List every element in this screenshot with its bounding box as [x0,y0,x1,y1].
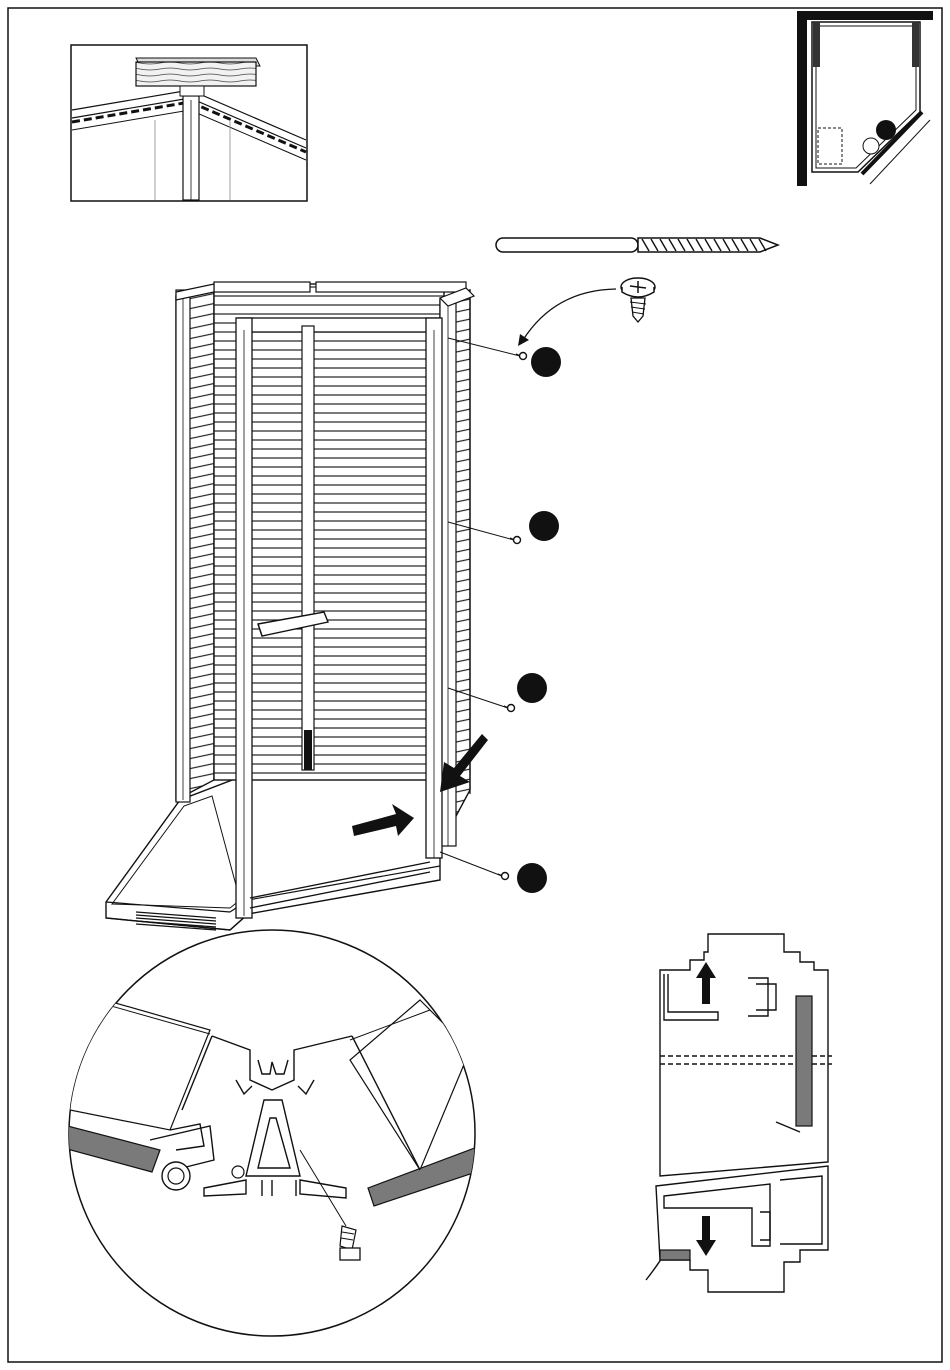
profile-seal [660,1250,690,1260]
screw-icon [510,537,521,544]
screw-icon [621,278,655,322]
step-marker-icon [517,863,547,893]
drill-bit-icon [496,238,778,252]
step-marker-icon [531,347,561,377]
screw-icon [498,873,509,880]
curved-arrow-icon [518,289,616,346]
plan-view [797,11,933,186]
step-marker-icon [529,511,559,541]
arrow-up-icon [696,962,716,1004]
plan-marker-icon [876,120,896,140]
screw-icon [504,705,515,712]
shower-enclosure [106,282,474,930]
step-marker-icon [517,673,547,703]
profile-glass [796,996,812,1126]
arrow-down-icon [696,1216,716,1256]
circular-detail [56,930,488,1336]
screw-callout [440,852,547,893]
screw-icon [516,353,527,360]
shower-tray [106,774,440,930]
inset-top-detail [71,45,307,201]
